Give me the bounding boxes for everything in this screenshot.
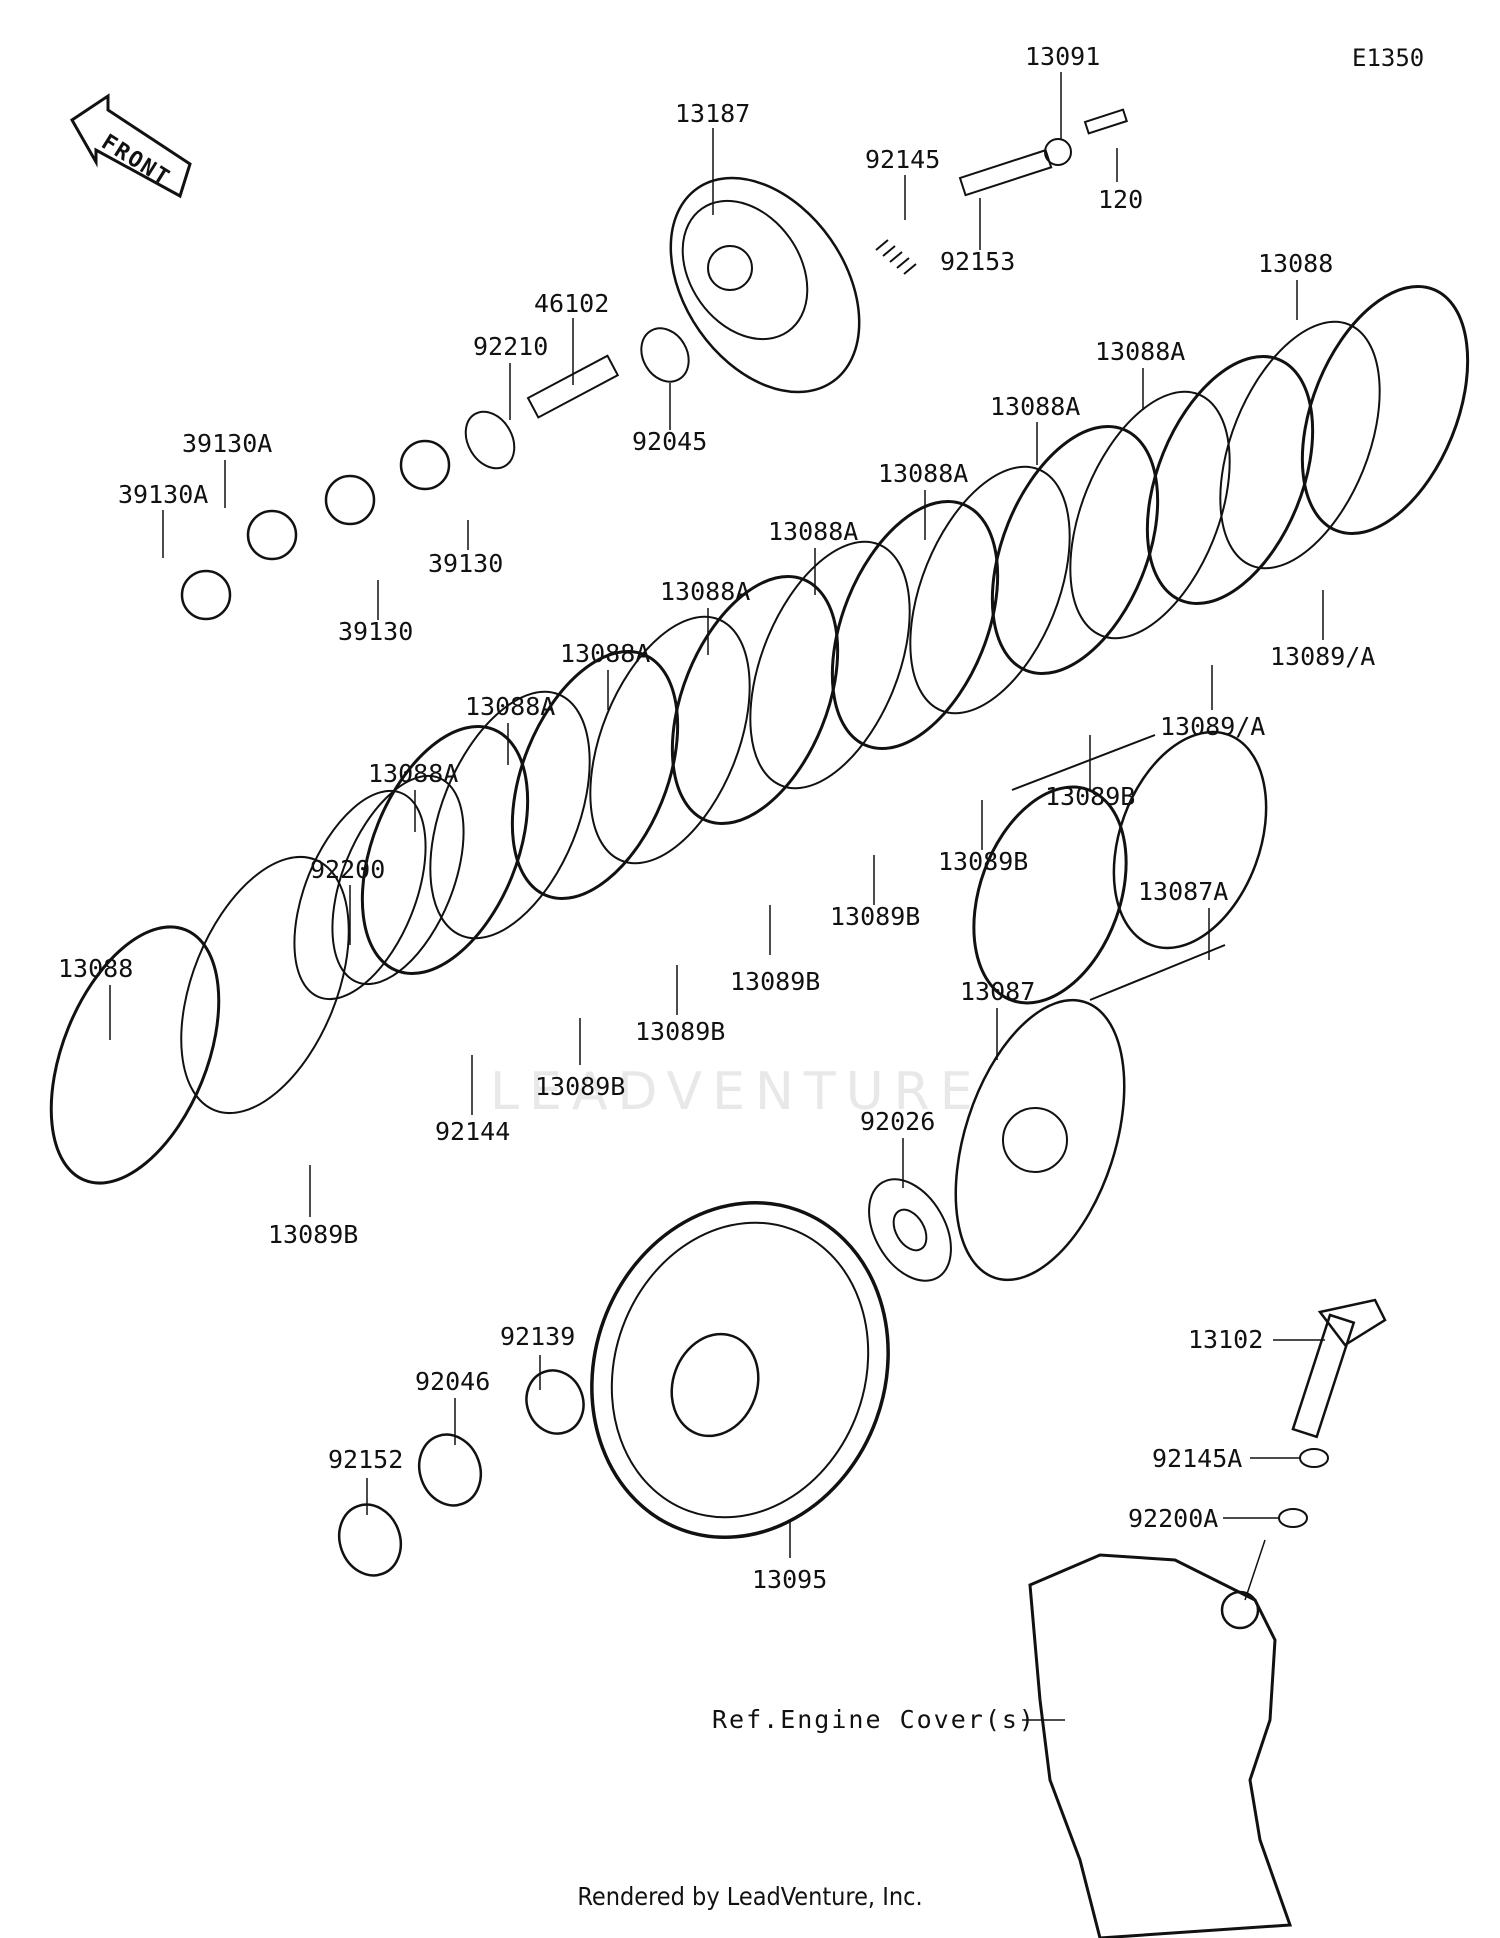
label-13088a-1: 13088A xyxy=(1095,337,1185,366)
engine-cover xyxy=(1028,1553,1293,1938)
label-39130-2: 39130 xyxy=(428,549,503,578)
spring-and-bolts xyxy=(464,108,1129,470)
front-label: FRONT xyxy=(97,130,175,192)
label-92152: 92152 xyxy=(328,1445,403,1474)
figure-id: E1350 xyxy=(1352,44,1425,72)
label-39130-1: 39130 xyxy=(338,617,413,646)
clutch-hub xyxy=(972,730,1268,1005)
label-13088a-4: 13088A xyxy=(768,517,858,546)
label-92145a: 92145A xyxy=(1152,1444,1242,1473)
label-13102: 13102 xyxy=(1188,1325,1263,1354)
label-92139: 92139 xyxy=(500,1322,575,1351)
label-92200: 92200 xyxy=(310,855,385,884)
label-13089b-5: 13089B xyxy=(635,1017,725,1046)
label-39130a-2: 39130A xyxy=(182,429,272,458)
label-13088a-2: 13088A xyxy=(990,392,1080,421)
label-13088a-6: 13088A xyxy=(560,639,650,668)
label-13088a-3: 13088A xyxy=(878,459,968,488)
label-13187: 13187 xyxy=(675,99,750,128)
watermark: LEADVENTURE xyxy=(490,1062,983,1122)
clutch-housing-gear xyxy=(590,1200,890,1540)
label-13089b-1: 13089B xyxy=(1045,782,1135,811)
label-13087a: 13087A xyxy=(1138,877,1228,906)
label-46102: 46102 xyxy=(534,289,609,318)
release-shaft xyxy=(1278,1298,1387,1528)
label-92145: 92145 xyxy=(865,145,940,174)
label-13089b-4: 13089B xyxy=(730,967,820,996)
label-13088a-8: 13088A xyxy=(368,759,458,788)
pressure-plate xyxy=(669,176,861,394)
label-13089b-7: 13089B xyxy=(268,1220,358,1249)
operating-plate xyxy=(868,998,1126,1282)
ref-engine-cover-label: Ref.Engine Cover(s) xyxy=(712,1705,1036,1734)
label-13088a-7: 13088A xyxy=(465,692,555,721)
label-92144: 92144 xyxy=(435,1117,510,1146)
lock-washers xyxy=(180,439,451,621)
label-92046: 92046 xyxy=(415,1367,490,1396)
label-92045: 92045 xyxy=(632,427,707,456)
label-13089b-3: 13089B xyxy=(830,902,920,931)
label-39130a-1: 39130A xyxy=(118,480,208,509)
footer-credit: Rendered by LeadVenture, Inc. xyxy=(577,1882,923,1911)
bearings-and-sleeves xyxy=(337,1369,585,1577)
callout-labels: 13091 120 13187 92145 92153 46102 92210 … xyxy=(58,42,1375,1734)
label-13089b-2: 13089B xyxy=(938,847,1028,876)
label-13089a-2: 13089/A xyxy=(1160,712,1265,741)
label-13088-bottom: 13088 xyxy=(58,954,133,983)
label-92210: 92210 xyxy=(473,332,548,361)
label-13095: 13095 xyxy=(752,1565,827,1594)
label-13088-top: 13088 xyxy=(1258,249,1333,278)
label-13089a-1: 13089/A xyxy=(1270,642,1375,671)
label-13089b-6: 13089B xyxy=(535,1072,625,1101)
label-13091: 13091 xyxy=(1025,42,1100,71)
label-13087: 13087 xyxy=(960,977,1035,1006)
front-arrow-icon: FRONT xyxy=(70,93,192,199)
label-120: 120 xyxy=(1098,185,1143,214)
label-92200a: 92200A xyxy=(1128,1504,1218,1533)
label-92153: 92153 xyxy=(940,247,1015,276)
label-13088a-5: 13088A xyxy=(660,577,750,606)
label-92026: 92026 xyxy=(860,1107,935,1136)
leader-lines xyxy=(109,72,1325,1721)
clutch-plate-stack xyxy=(49,284,1470,1185)
